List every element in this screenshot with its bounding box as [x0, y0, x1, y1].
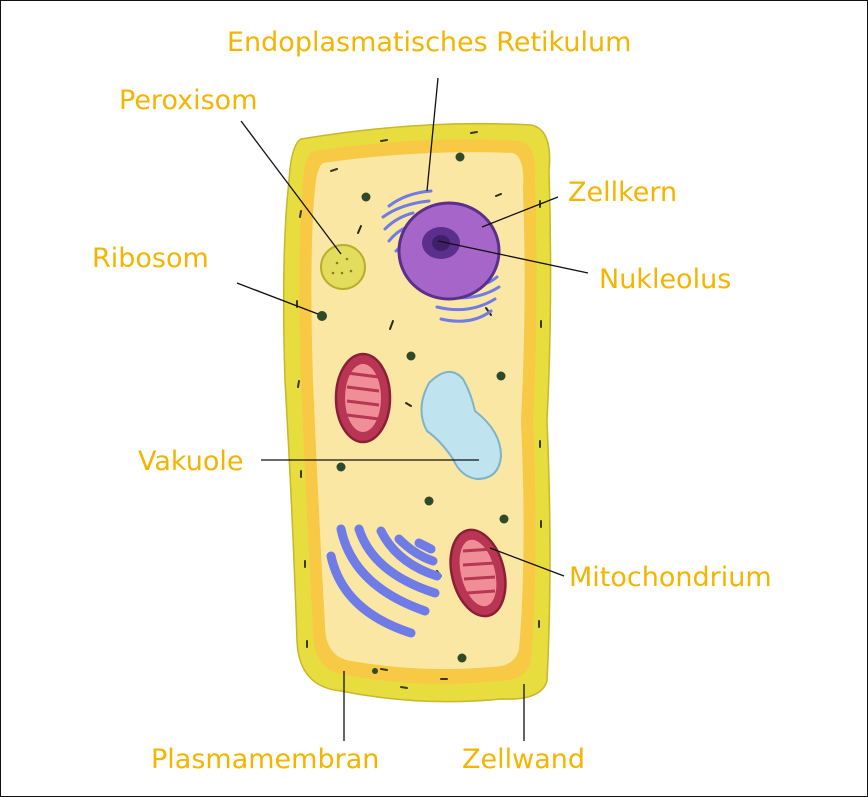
ribosome: [317, 311, 327, 321]
ribosome: [499, 514, 509, 524]
leader-ribosom: [236, 282, 319, 315]
label-nukleolus: Nukleolus: [599, 264, 732, 295]
ribosome: [457, 653, 467, 663]
leader-mitochondrium: [489, 547, 565, 577]
label-endoplasmatisches-retikulum: Endoplasmatisches Retikulum: [227, 27, 632, 58]
ribosome: [406, 351, 416, 361]
leader-peroxisom: [240, 120, 342, 255]
mitochondrion-upper: [334, 352, 392, 444]
label-peroxisom: Peroxisom: [119, 85, 258, 116]
vacuole: [420, 371, 503, 481]
nucleolus: [422, 227, 460, 259]
label-ribosom: Ribosom: [92, 243, 209, 274]
leader-er: [426, 77, 439, 192]
ribosome: [336, 462, 346, 472]
label-plasmamembran: Plasmamembran: [151, 744, 380, 775]
leader-lines: [236, 77, 589, 741]
ribosome: [496, 371, 506, 381]
leader-zellkern: [481, 196, 559, 228]
ribosome: [424, 496, 434, 506]
mitochondrion-lower: [449, 528, 507, 618]
golgi-apparatus: [326, 524, 442, 638]
label-vakuole: Vakuole: [138, 446, 244, 477]
label-zellkern: Zellkern: [568, 177, 678, 208]
label-mitochondrium: Mitochondrium: [569, 562, 772, 593]
ribosomes: [317, 152, 509, 674]
leader-nukleolus: [437, 240, 589, 274]
ribosome: [361, 192, 371, 202]
ribosome: [372, 668, 378, 674]
ribosome: [455, 152, 465, 162]
label-zellwand: Zellwand: [462, 744, 585, 775]
peroxisome: [320, 244, 366, 290]
